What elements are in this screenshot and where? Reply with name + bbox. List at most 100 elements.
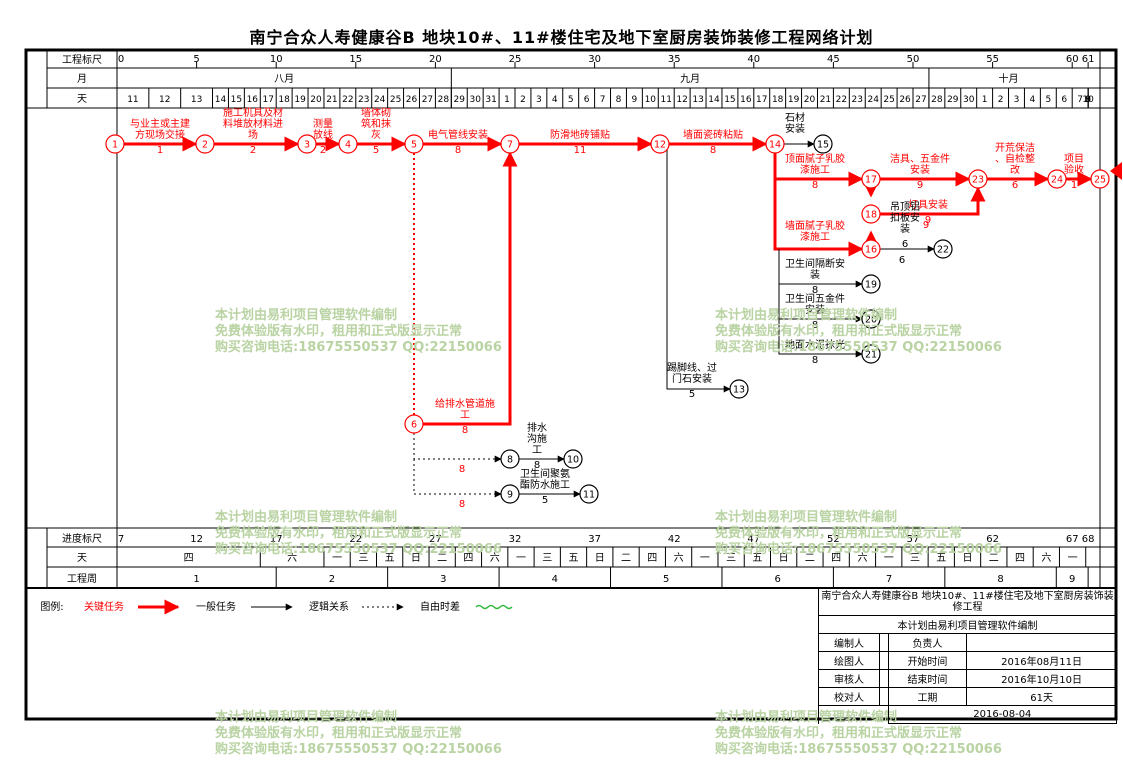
node-7: 7 <box>500 134 520 154</box>
node-number: 24 <box>1051 175 1063 186</box>
top-scale-tick: 45 <box>827 54 840 65</box>
progress-tick: 27 <box>429 534 442 545</box>
node-number: 6 <box>411 420 417 431</box>
task-name: 吊顶铝 <box>890 201 920 213</box>
top-scale-tick: 0 <box>118 54 124 65</box>
node-2: 2 <box>195 134 215 154</box>
node-number: 8 <box>507 455 513 466</box>
weekday-label: 五 <box>936 553 946 564</box>
day-label: 5 <box>568 95 574 105</box>
node-3: 3 <box>297 134 317 154</box>
node-number: 23 <box>972 175 984 186</box>
top-scale-tick: 20 <box>429 54 442 65</box>
day-label: 4 <box>552 95 558 105</box>
task-name: 施工机具及材 <box>223 106 283 119</box>
day-label: 28 <box>438 95 450 105</box>
node-19: 19 <box>861 274 881 294</box>
top-scale-tick: 61 <box>1082 54 1095 65</box>
node-21: 21 <box>861 344 881 364</box>
day-label: 4 <box>1030 95 1036 105</box>
node-circle <box>861 204 881 224</box>
task-duration: 8 <box>459 499 465 510</box>
progress-tick: 42 <box>668 534 681 545</box>
node-14: 14 <box>765 134 785 154</box>
day-label: 29 <box>947 95 959 105</box>
info-editor-label: 编制人 <box>817 633 881 652</box>
row-label-top-scale: 工程标尺 <box>62 54 102 66</box>
day-label: 1 <box>504 95 510 105</box>
task-name: 防滑地砖铺贴 <box>550 128 610 141</box>
node-20: 20 <box>861 309 881 329</box>
row-label-weekday: 天 <box>77 553 87 564</box>
node-circle <box>861 239 881 259</box>
info-duration-label: 工期 <box>887 687 968 706</box>
task-name: 地面水泥抹光 <box>785 338 845 351</box>
task-18-23 <box>880 186 986 216</box>
node-13: 13 <box>729 379 749 399</box>
node-number: 19 <box>865 280 877 291</box>
day-label: 2 <box>998 95 1004 105</box>
node-1: 1 <box>105 134 125 154</box>
node-8: 8 <box>500 449 520 469</box>
weekday-label: 三 <box>910 553 920 564</box>
task-duration: 8 <box>455 145 461 156</box>
progress-tick: 62 <box>986 534 999 545</box>
weekday-label: 四 <box>463 553 473 564</box>
day-label: 22 <box>836 95 847 105</box>
node-number: 22 <box>937 245 949 256</box>
node-circle <box>1090 169 1110 189</box>
task-duration: 8 <box>710 145 716 156</box>
task-name: 沟施 <box>527 432 547 445</box>
task-name: 卫生间聚氨 <box>520 467 570 480</box>
node-circle <box>500 484 520 504</box>
top-scale-tick: 60 <box>1066 54 1079 65</box>
info-owner-label: 负责人 <box>887 633 968 652</box>
day-label: 10 <box>1082 95 1094 105</box>
weekday-label: 三 <box>542 553 552 564</box>
week-label: 8 <box>997 574 1003 585</box>
task-name: 筑和抹 <box>361 117 391 130</box>
top-scale-tick: 40 <box>747 54 760 65</box>
week-label: 1 <box>193 574 199 585</box>
day-label: 12 <box>159 95 170 105</box>
watermark-4: 本计划由易利项目管理软件编制免费体验版有水印，租用和正式版显示正常购买咨询电话:… <box>715 510 1002 557</box>
task-14-16 <box>773 144 864 257</box>
watermark-1: 本计划由易利项目管理软件编制免费体验版有水印，租用和正式版显示正常购买咨询电话:… <box>215 308 502 355</box>
top-scale-tick: 50 <box>907 54 920 65</box>
node-circle <box>338 134 358 154</box>
week-label: 6 <box>774 574 780 585</box>
info-start-label: 开始时间 <box>887 651 968 670</box>
node-number: 15 <box>817 140 829 151</box>
task-duration: 8 <box>812 285 818 296</box>
task-name: 墙体砌 <box>361 106 391 119</box>
day-label: 7 <box>1077 95 1083 105</box>
day-label: 8 <box>616 95 622 105</box>
info-duration: 61天 <box>966 687 1117 706</box>
day-label: 20 <box>310 95 322 105</box>
weekday-label: 四 <box>1015 553 1025 564</box>
node-number: 4 <box>345 140 351 151</box>
weekday-label: 一 <box>332 553 342 564</box>
day-label: 12 <box>676 95 687 105</box>
node-12: 12 <box>650 134 670 154</box>
node-circle <box>500 134 520 154</box>
week-label: 2 <box>329 574 335 585</box>
node-circle <box>404 414 424 434</box>
task-name: 与业主或主建 <box>130 117 190 130</box>
row-label-day: 天 <box>77 94 87 105</box>
task-name: 测量 <box>313 117 333 130</box>
task-duration: 8 <box>462 425 468 436</box>
day-label: 27 <box>422 95 433 105</box>
node-24: 24 <box>1047 169 1067 189</box>
task-name: 酯防水施工 <box>520 478 570 491</box>
progress-tick: 68 <box>1082 534 1095 545</box>
task-6-7 <box>414 151 518 426</box>
weekday-label: 二 <box>989 553 999 564</box>
node-number: 9 <box>507 490 513 501</box>
node-circle <box>861 274 881 294</box>
weekday-label: 六 <box>857 552 867 564</box>
weekday-label: 四 <box>184 553 194 564</box>
weekday-label: 四 <box>831 553 841 564</box>
node-11: 11 <box>579 484 599 504</box>
info-start: 2016年08月11日 <box>966 651 1117 670</box>
